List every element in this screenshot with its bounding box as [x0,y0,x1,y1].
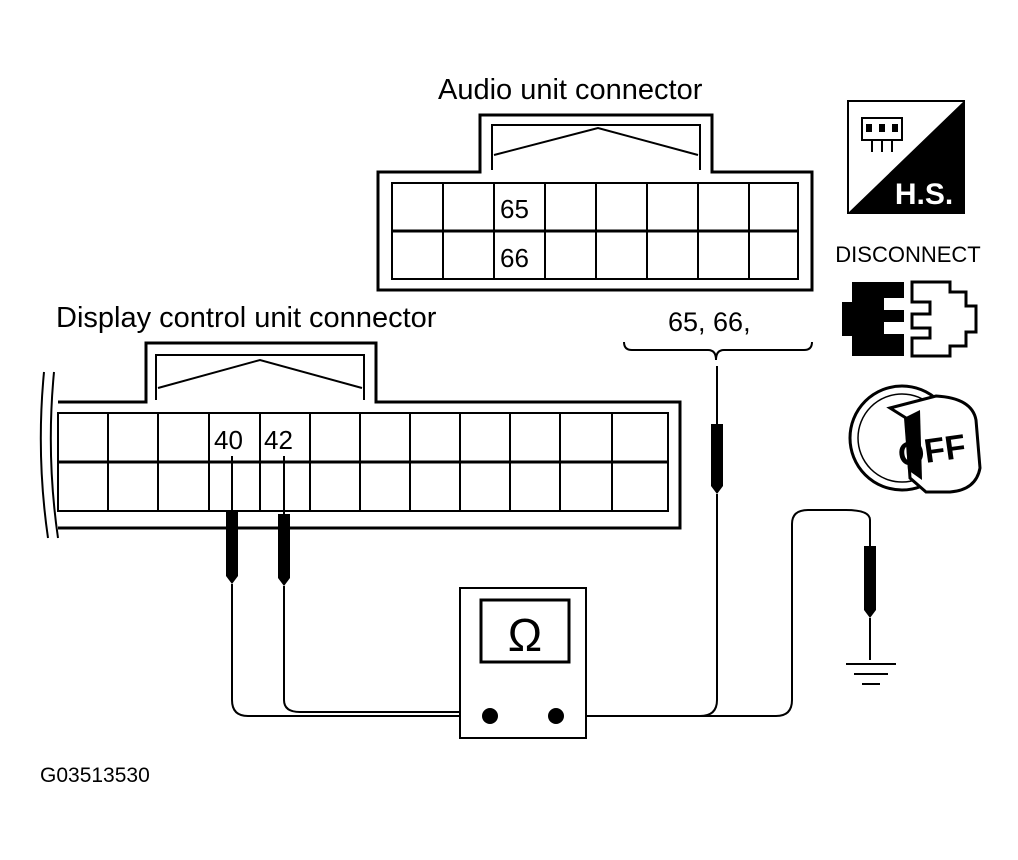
display-connector-pin-grid [57,412,669,512]
audio-unit-connector: Audio unit connector 65 66 65, 66, [376,74,814,361]
disconnect-connector-icon: DISCONNECT [835,242,981,358]
display-connector-title: Display control unit connector [56,302,437,334]
meter-leads [231,509,871,717]
harness-side-icon: H.S. [847,100,965,214]
audio-connector-housing [376,113,814,292]
audio-probe-pins-label: 65, 66, [668,307,751,337]
display-pin-42: 42 [264,425,293,455]
display-connector-housing [58,341,682,530]
display-connector-latch [155,354,365,400]
meter-terminal-positive [548,708,564,724]
display-control-unit-connector: Display control unit connector 40 42 [39,302,682,539]
display-pin-40: 40 [214,425,243,455]
figure-id: G03513530 [40,764,150,787]
test-probe-audio [711,366,723,700]
test-probe-pin-40 [226,456,238,700]
ground-icon [846,663,896,685]
audio-pin-65: 65 [500,194,529,224]
audio-probe-brace [623,341,813,361]
ohmmeter: Ω [459,587,587,739]
ignition-key-off-icon: OFF [848,384,982,494]
audio-connector-pin-grid [391,182,799,280]
ohm-symbol-icon: Ω [508,609,542,661]
test-probe-pin-42 [278,456,290,700]
meter-terminal-negative [482,708,498,724]
ignition-off-label: OFF [896,427,969,474]
audio-connector-latch [491,124,701,170]
connector-break-line [39,371,49,539]
audio-pin-66: 66 [500,243,529,273]
audio-connector-title: Audio unit connector [438,74,703,106]
test-probe-ground [864,520,876,660]
harness-side-label: H.S. [895,178,953,211]
disconnect-label: DISCONNECT [835,242,980,267]
